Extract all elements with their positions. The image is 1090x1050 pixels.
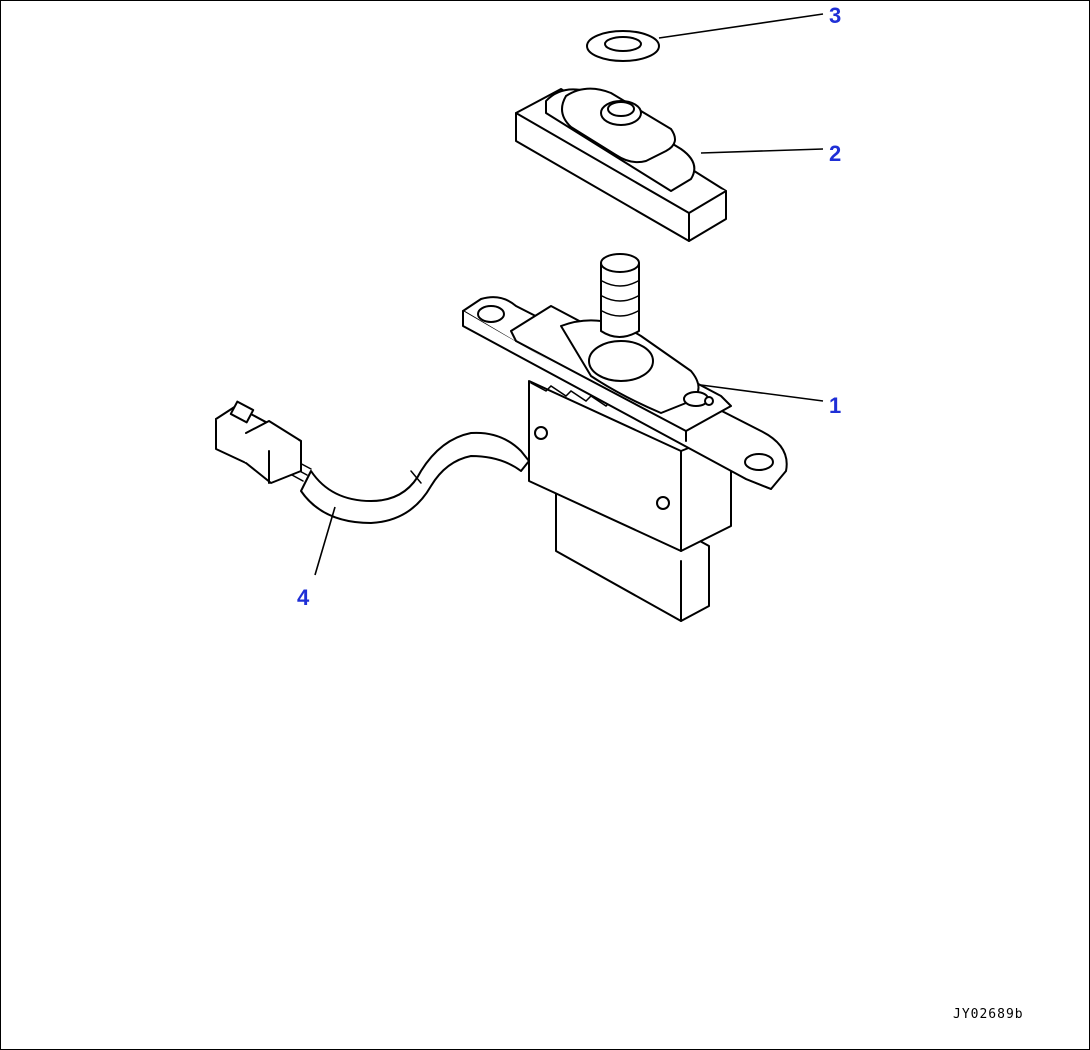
part-4-harness (215, 400, 530, 524)
callout-4: 4 (297, 585, 310, 610)
callout-1: 1 (829, 393, 841, 418)
part-3-washer (586, 30, 660, 62)
part-2-cover (515, 87, 727, 242)
callout-2: 2 (829, 141, 841, 166)
callout-3: 3 (829, 3, 841, 28)
part-1-switch (462, 253, 788, 622)
leader-line-3 (658, 13, 824, 39)
leader-line-2 (700, 148, 824, 154)
leader-line-1 (700, 384, 824, 402)
leader-line-4 (314, 506, 336, 576)
drawing-code: JY02689b (953, 1007, 1024, 1022)
